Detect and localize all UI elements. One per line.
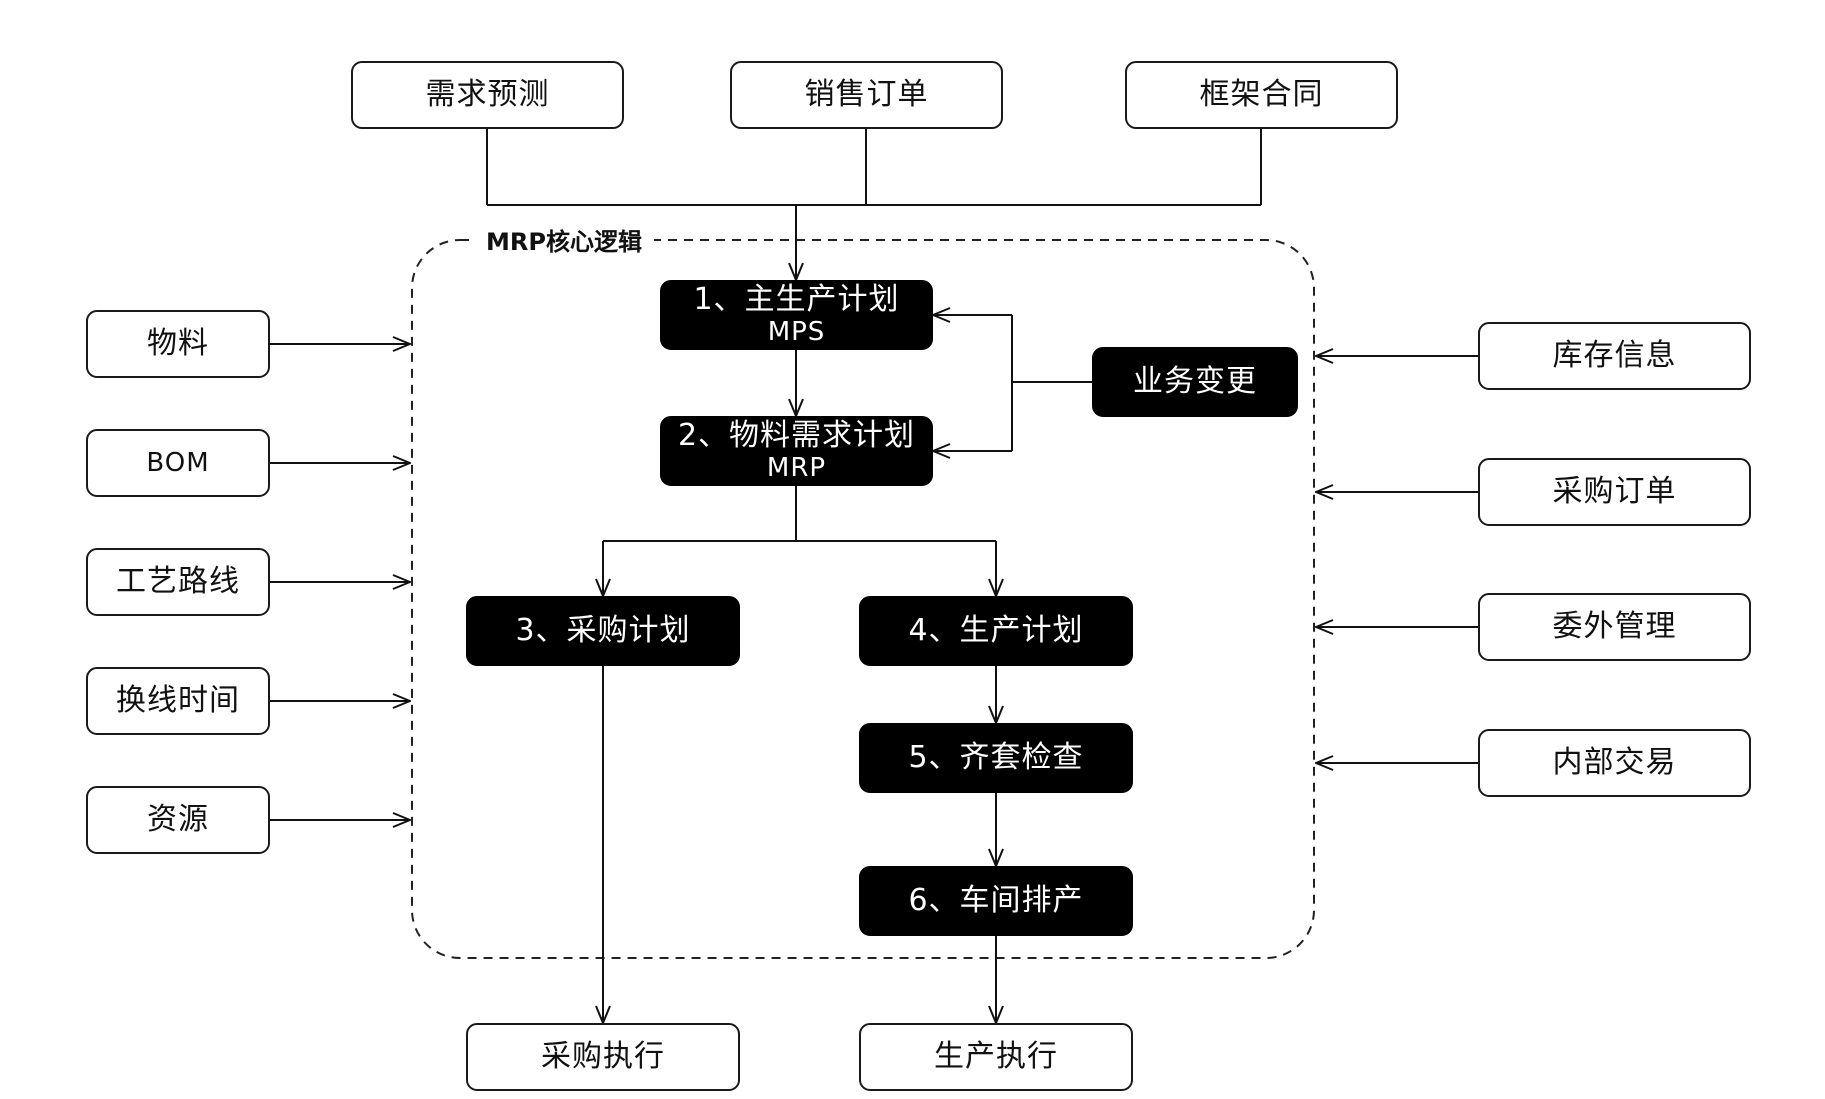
sales-order-node: 销售订单 bbox=[730, 61, 1003, 129]
purchase-plan-label: 3、采购计划 bbox=[515, 613, 691, 648]
business-change-node: 业务变更 bbox=[1092, 347, 1298, 417]
purchase-execution-label: 采购执行 bbox=[541, 1039, 665, 1074]
kitting-check-label: 5、齐套检查 bbox=[908, 740, 1084, 775]
sales-order-label: 销售订单 bbox=[804, 77, 929, 112]
framework-contract-node: 框架合同 bbox=[1125, 61, 1398, 129]
mrp-split-connector bbox=[603, 486, 996, 596]
framework-contract-label: 框架合同 bbox=[1199, 77, 1324, 112]
changeover-time-node: 换线时间 bbox=[86, 667, 270, 735]
mps-abbr: MPS bbox=[767, 317, 826, 347]
bom-label: BOM bbox=[146, 448, 210, 478]
demand-forecast-node: 需求预测 bbox=[351, 61, 624, 129]
material-label: 物料 bbox=[147, 326, 209, 361]
right-inputs-arrows bbox=[1316, 356, 1478, 763]
mps-node: 1、主生产计划 MPS bbox=[660, 280, 933, 350]
inventory-info-node: 库存信息 bbox=[1478, 322, 1751, 390]
production-execution-node: 生产执行 bbox=[859, 1023, 1133, 1091]
changeover-time-label: 换线时间 bbox=[116, 683, 240, 718]
production-execution-label: 生产执行 bbox=[934, 1039, 1058, 1074]
resources-node: 资源 bbox=[86, 786, 270, 854]
mrp-node: 2、物料需求计划 MRP bbox=[660, 416, 933, 486]
internal-trade-node: 内部交易 bbox=[1478, 729, 1751, 797]
internal-trade-label: 内部交易 bbox=[1552, 745, 1677, 780]
kitting-check-node: 5、齐套检查 bbox=[859, 723, 1133, 793]
mrp-abbr: MRP bbox=[766, 453, 827, 483]
left-inputs-arrows bbox=[270, 344, 410, 820]
outsourcing-mgmt-node: 委外管理 bbox=[1478, 593, 1751, 661]
resources-label: 资源 bbox=[147, 802, 209, 837]
production-plan-label: 4、生产计划 bbox=[908, 613, 1084, 648]
production-plan-node: 4、生产计划 bbox=[859, 596, 1133, 666]
purchase-execution-node: 采购执行 bbox=[466, 1023, 740, 1091]
mrp-title: 2、物料需求计划 bbox=[677, 418, 916, 453]
shop-scheduling-node: 6、车间排产 bbox=[859, 866, 1133, 936]
bom-node: BOM bbox=[86, 429, 270, 497]
routing-node: 工艺路线 bbox=[86, 548, 270, 616]
mrp-core-group-title: MRP核心逻辑 bbox=[474, 226, 654, 258]
outsourcing-mgmt-label: 委外管理 bbox=[1552, 609, 1677, 644]
purchase-order-label: 采购订单 bbox=[1552, 474, 1677, 509]
shop-scheduling-label: 6、车间排产 bbox=[908, 883, 1084, 918]
mrp-core-group-border bbox=[411, 239, 1315, 959]
purchase-order-node: 采购订单 bbox=[1478, 458, 1751, 526]
routing-label: 工艺路线 bbox=[116, 564, 240, 599]
material-node: 物料 bbox=[86, 310, 270, 378]
purchase-plan-node: 3、采购计划 bbox=[466, 596, 740, 666]
mps-title: 1、主生产计划 bbox=[693, 282, 900, 317]
demand-forecast-label: 需求预测 bbox=[425, 77, 550, 112]
inventory-info-label: 库存信息 bbox=[1552, 338, 1677, 373]
top-inputs-connector bbox=[486, 129, 1262, 280]
business-change-label: 业务变更 bbox=[1133, 364, 1257, 399]
business-change-connector bbox=[933, 315, 1092, 451]
